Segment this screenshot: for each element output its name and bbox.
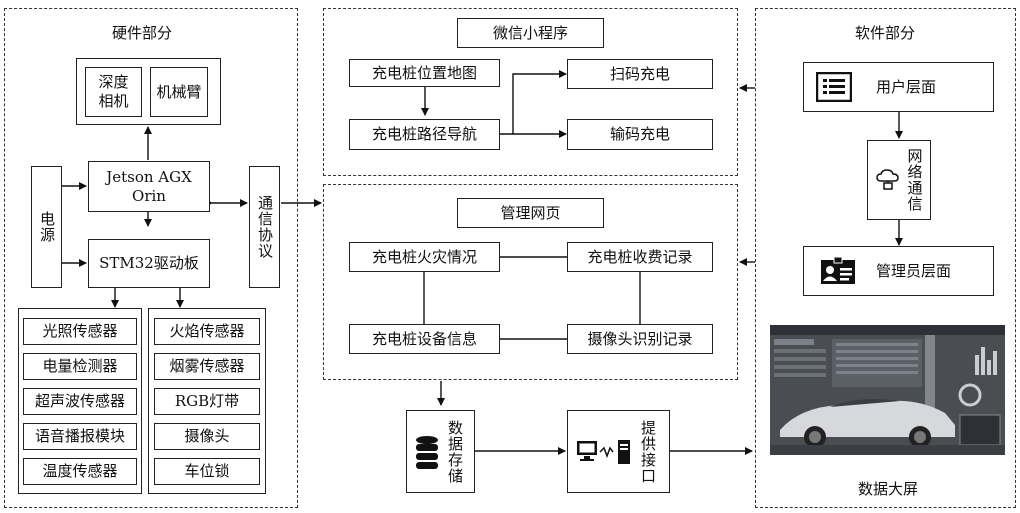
sensor-group-left <box>18 308 142 494</box>
hardware-title: 硬件部分 <box>112 24 173 42</box>
admin-level-label: 管理员层面 <box>876 261 952 280</box>
database-icon <box>416 435 438 469</box>
software-title: 软件部分 <box>855 24 916 42</box>
charger-nav-box: 充电桩路径导航 <box>349 119 500 150</box>
user-level-box: 用户层面 <box>803 62 994 112</box>
user-level-label: 用户层面 <box>876 77 937 96</box>
sensor-flame: 火焰传感器 <box>154 318 260 345</box>
cloud-network-icon <box>875 169 899 190</box>
miniprogram-title: 微信小程序 <box>457 18 604 48</box>
miniprogram-section <box>323 8 738 176</box>
power-box: 电源 <box>31 166 62 288</box>
sensor-voice: 语音播报模块 <box>23 423 137 450</box>
sensor-frame-top <box>76 58 221 125</box>
software-section <box>755 8 1016 508</box>
protocol-box: 通信协议 <box>249 166 280 288</box>
camera: 摄像头 <box>154 423 260 450</box>
bigscreen-label: 数据大屏 <box>858 480 919 498</box>
rgb-strip: RGB灯带 <box>154 388 260 415</box>
api-box: 提供接口 <box>567 410 670 493</box>
list-icon <box>816 72 852 102</box>
dashboard-screenshot <box>770 325 1005 455</box>
sensor-battery: 电量检测器 <box>23 353 137 380</box>
scan-charge-box: 扫码充电 <box>567 59 713 89</box>
dashboard-illustration <box>770 325 1005 455</box>
sensor-light: 光照传感器 <box>23 318 137 345</box>
depth-camera-box: 深度 相机 <box>85 67 142 117</box>
parking-lock: 车位锁 <box>154 458 260 485</box>
robot-arm-box: 机械臂 <box>150 67 208 117</box>
camera-record-box: 摄像头识别记录 <box>567 324 713 354</box>
computer-server-icon <box>577 439 630 464</box>
charger-map-box: 充电桩位置地图 <box>349 59 500 87</box>
network-label: 网络通信 <box>905 148 924 212</box>
fee-record-box: 充电桩收费记录 <box>567 242 713 272</box>
fire-status-box: 充电桩火灾情况 <box>349 242 500 272</box>
sensor-temperature: 温度传感器 <box>23 458 137 485</box>
sensor-ultrasonic: 超声波传感器 <box>23 388 137 415</box>
sensor-group-right <box>148 308 266 494</box>
admin-level-box: 管理员层面 <box>803 246 994 296</box>
stm32-box: STM32驱动板 <box>88 239 210 288</box>
storage-label: 数据存储 <box>446 419 464 484</box>
network-box: 网络通信 <box>867 140 931 220</box>
device-info-box: 充电桩设备信息 <box>349 324 500 354</box>
api-label: 提供接口 <box>639 419 657 484</box>
id-card-icon <box>821 257 855 284</box>
webpage-title: 管理网页 <box>457 198 604 228</box>
hardware-section <box>4 8 298 508</box>
jetson-box: Jetson AGX Orin <box>88 161 210 212</box>
sensor-smoke: 烟雾传感器 <box>154 353 260 380</box>
code-charge-box: 输码充电 <box>567 119 713 150</box>
storage-box: 数据存储 <box>406 410 475 493</box>
webpage-section <box>323 184 738 380</box>
